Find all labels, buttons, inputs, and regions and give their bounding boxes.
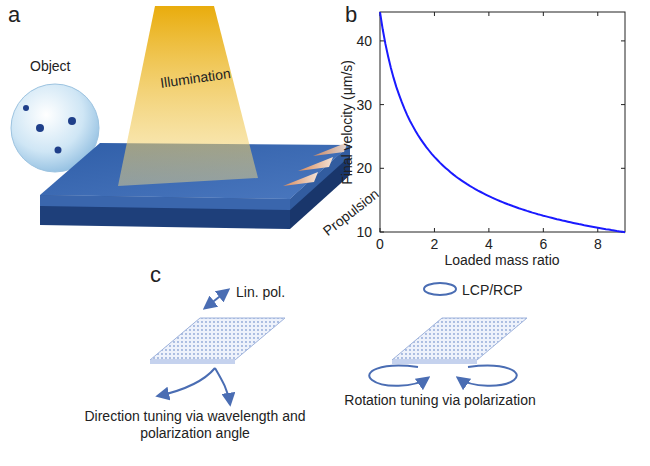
tick-mark xyxy=(597,12,598,16)
tick-mark xyxy=(621,40,625,41)
axis-title: Loaded mass ratio xyxy=(444,252,559,269)
tick-label: 40 xyxy=(356,33,372,50)
illumination-beam xyxy=(118,6,258,186)
tick-mark xyxy=(380,40,384,41)
tick-mark xyxy=(488,228,489,232)
sheet-edge xyxy=(150,360,235,364)
tick-label: 10 xyxy=(356,224,372,241)
panel-letter: c xyxy=(150,262,161,288)
sheet-edge xyxy=(392,360,477,364)
metasurface-sheet xyxy=(150,318,285,360)
tick-mark xyxy=(380,104,384,105)
caption-text: Rotation tuning via polarization xyxy=(344,392,535,409)
object-label: Object xyxy=(30,58,70,75)
tick-mark xyxy=(543,12,544,16)
tick-label: 20 xyxy=(356,160,372,177)
tick-label: 30 xyxy=(356,97,372,114)
tick-mark xyxy=(543,228,544,232)
direction-arrow xyxy=(215,368,230,404)
axes-box xyxy=(380,12,625,232)
tick-label: 6 xyxy=(539,236,547,253)
axis-title: Final velocity (μm/s) xyxy=(339,60,356,185)
rotation-arrow xyxy=(458,366,517,386)
panel-letter: b xyxy=(345,2,357,28)
tick-label: 2 xyxy=(431,236,439,253)
velocity-curve xyxy=(380,12,625,232)
propulsion-arrows xyxy=(283,142,348,186)
tick-label: 8 xyxy=(594,236,602,253)
polarization-label: Lin. pol. xyxy=(236,284,285,301)
polarization-arrow xyxy=(205,290,228,308)
tick-label: 0 xyxy=(376,236,384,253)
tick-label: 4 xyxy=(485,236,493,253)
direction-arrow xyxy=(158,368,215,396)
metasurface-sheet xyxy=(392,318,527,360)
panel-letter: a xyxy=(8,2,20,28)
caption-text: Direction tuning via wavelength and pola… xyxy=(80,408,310,442)
axis-ticks xyxy=(380,12,625,232)
circular-polarization xyxy=(424,283,456,295)
polarization-label: LCP/RCP xyxy=(462,282,523,299)
tick-mark xyxy=(488,12,489,16)
tick-mark xyxy=(621,104,625,105)
tick-mark xyxy=(380,228,381,232)
tick-mark xyxy=(434,12,435,16)
tick-mark xyxy=(380,168,384,169)
tick-mark xyxy=(380,232,384,233)
tick-mark xyxy=(621,168,625,169)
tick-mark xyxy=(434,228,435,232)
rotation-arrow xyxy=(369,366,428,386)
